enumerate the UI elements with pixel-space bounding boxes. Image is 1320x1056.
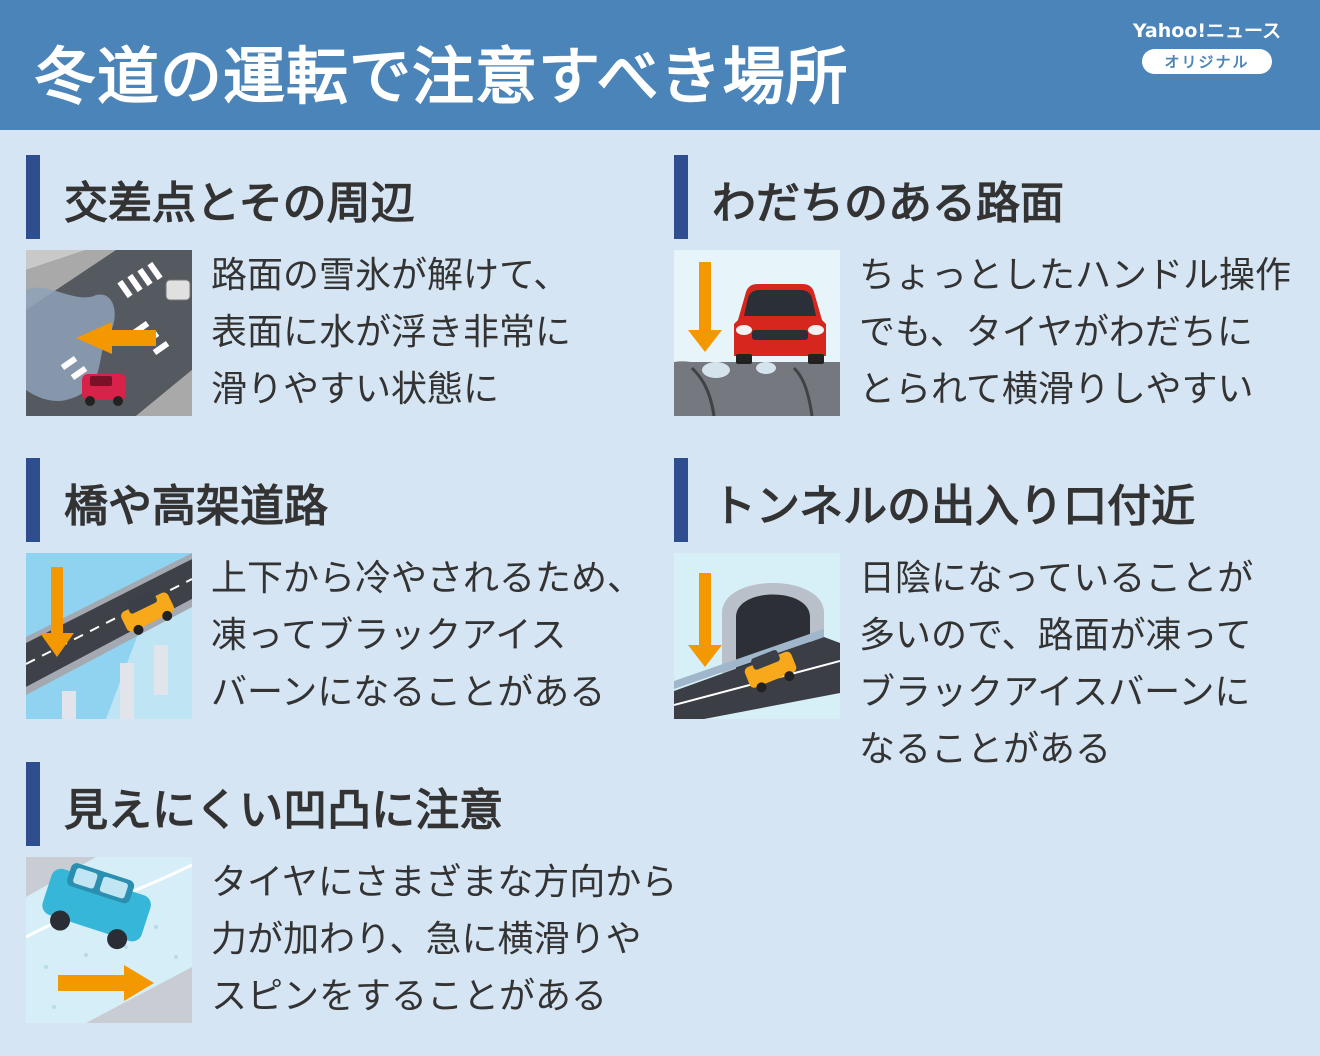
description-line: 上下から冷やされるため、 [211, 558, 644, 599]
section-title: わだちのある路面 [712, 178, 1064, 229]
section-title: トンネルの出入り口付近 [712, 481, 1196, 532]
description-line: 路面の雪氷が解けて、 [211, 255, 570, 296]
description-line: 日陰になっていることが [859, 558, 1254, 599]
section-description: ちょっとしたハンドル操作 でも、タイヤがわだちに とられて横滑りしやすい [859, 247, 1319, 418]
section-tunnel: トンネルの出入り口付近 日陰になっていることが 多いので、路面が凍って ブラック… [674, 458, 1314, 770]
section-description: 路面の雪氷が解けて、 表面に水が浮き非常に 滑りやすい状態に [211, 247, 671, 418]
section-description: 上下から冷やされるため、 凍ってブラックアイス バーンになることがある [211, 550, 671, 721]
header-banner: 冬道の運転で注意すべき場所 Yahoo!ニュース オリジナル [0, 0, 1320, 130]
description-line: バーンになることがある [211, 672, 606, 713]
description-line: 力が加わり、急に横滑りや [211, 919, 642, 960]
bridge-illustration [26, 553, 192, 719]
section-description: タイヤにさまざまな方向から 力が加わり、急に横滑りや スピンをすることがある [211, 854, 678, 1025]
description-line: 滑りやすい状態に [211, 369, 500, 410]
section-ruts: わだちのある路面 ちょっとしたハンドル操作 でも、タイヤがわだちに とられて横滑… [674, 155, 1314, 425]
description-line: スピンをすることがある [211, 976, 608, 1017]
section-description: 日陰になっていることが 多いので、路面が凍って ブラックアイスバーンに なること… [859, 550, 1319, 778]
brand-badge: オリジナル [1142, 49, 1272, 74]
description-line: とられて横滑りしやすい [859, 369, 1254, 410]
section-bar [674, 155, 688, 239]
section-bridge: 橋や高架道路 上下から冷やされるため、 凍ってブラックアイス バーンになることが… [26, 458, 666, 728]
section-bar [26, 762, 40, 846]
brand-name: Yahoo!ニュース [1132, 20, 1282, 42]
section-title: 橋や高架道路 [64, 481, 328, 532]
description-line: でも、タイヤがわだちに [859, 312, 1253, 353]
description-line: ちょっとしたハンドル操作 [859, 255, 1292, 296]
intersection-illustration [26, 250, 192, 416]
section-title: 交差点とその周辺 [64, 178, 415, 229]
description-line: タイヤにさまざまな方向から [211, 862, 678, 903]
section-bumps: 見えにくい凹凸に注意 タイヤにさまざまな方向から 力が加わり、急に横滑り [26, 762, 686, 1032]
section-intersection: 交差点とその周辺 [26, 155, 666, 425]
section-bar [26, 155, 40, 239]
description-line: 凍ってブラックアイス [211, 615, 567, 656]
description-line: 表面に水が浮き非常に [211, 312, 572, 353]
description-line: 多いので、路面が凍って [859, 615, 1252, 656]
description-line: ブラックアイスバーンに [859, 672, 1251, 713]
bumpy-road-illustration [26, 857, 192, 1023]
brand-logo: Yahoo!ニュース オリジナル [1122, 16, 1292, 74]
tunnel-illustration [674, 553, 840, 719]
page-title: 冬道の運転で注意すべき場所 [34, 40, 849, 113]
description-line: なることがある [859, 729, 1112, 770]
section-title: 見えにくい凹凸に注意 [64, 785, 504, 836]
rut-road-illustration [674, 250, 840, 416]
section-bar [26, 458, 40, 542]
section-bar [674, 458, 688, 542]
